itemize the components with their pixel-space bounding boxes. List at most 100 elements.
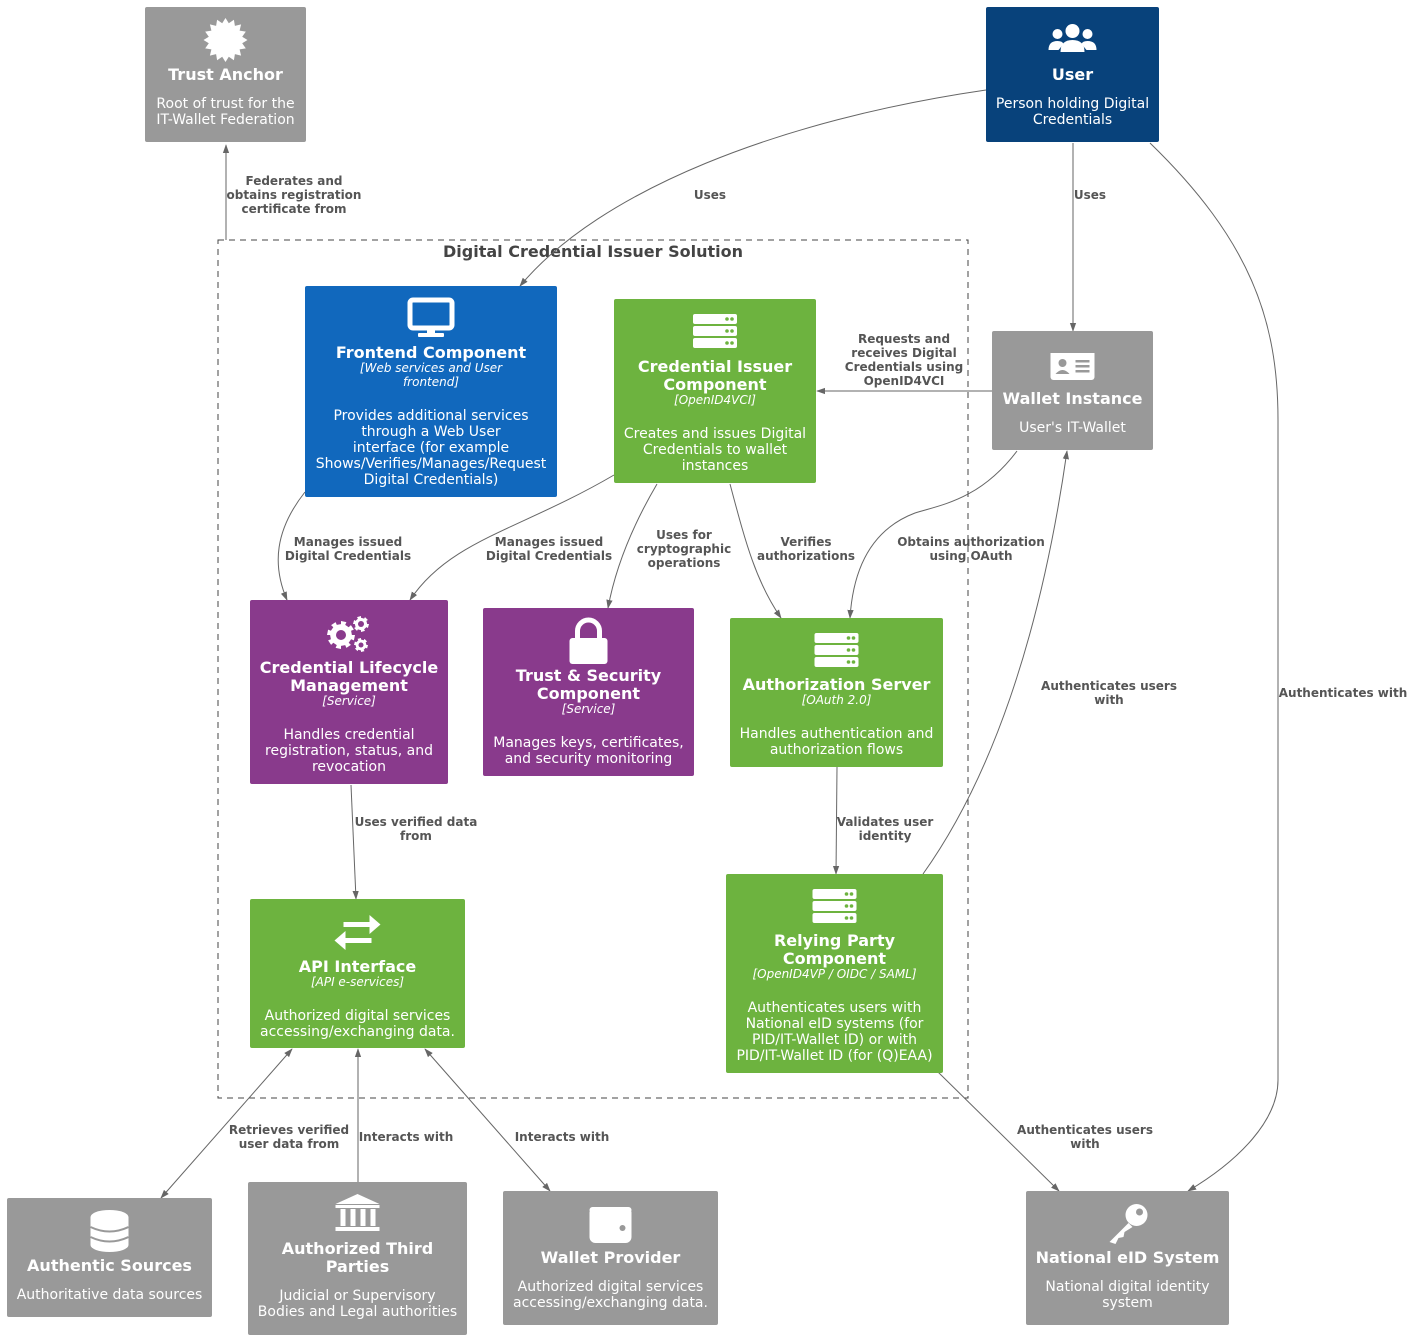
node-description: interface (for example <box>353 440 509 456</box>
edge-label-line: Federates and <box>245 174 342 188</box>
node-trust-security[interactable]: Trust & SecurityComponent[Service]Manage… <box>483 608 694 776</box>
node-description: Authorized digital services <box>265 1008 451 1024</box>
node-box <box>250 600 448 784</box>
edge-label-line: obtains registration <box>227 188 362 202</box>
node-title: National eID System <box>1036 1248 1220 1267</box>
boundary-title: Digital Credential Issuer Solution <box>443 242 743 261</box>
node-title: Relying Party <box>774 931 896 950</box>
node-title: Wallet Instance <box>1003 389 1143 408</box>
node-title: Authorization Server <box>743 675 931 694</box>
node-box <box>992 331 1153 450</box>
edge-wallet-authz <box>847 450 1018 619</box>
edge-label-line: Uses <box>1074 188 1106 202</box>
edge-label-line: Manages issued <box>495 535 603 549</box>
node-description: PID/IT-Wallet ID) or with <box>752 1032 917 1048</box>
node-description: IT-Wallet Federation <box>156 112 294 128</box>
node-title: Credential Lifecycle <box>260 658 439 677</box>
node-description: revocation <box>312 759 386 775</box>
edge-authz-rp <box>832 766 840 875</box>
edge-label-user-eid: Authenticates with <box>1279 686 1408 700</box>
node-technology: [API e-services] <box>311 975 404 989</box>
node-box <box>986 7 1159 142</box>
node-title: Management <box>290 676 408 695</box>
edge-api-wallet-provider <box>424 1048 551 1192</box>
node-frontend-component[interactable]: Frontend Component[Web services and User… <box>305 286 557 497</box>
edge-label-line: user data from <box>239 1137 340 1151</box>
edge-label-line: with <box>1094 693 1123 707</box>
node-description: PID/IT-Wallet ID (for (Q)EAA) <box>736 1048 932 1064</box>
node-description: Credentials <box>1033 112 1112 128</box>
edge-label-line: operations <box>648 556 721 570</box>
node-authorization-server[interactable]: Authorization Server[OAuth 2.0]Handles a… <box>730 618 943 767</box>
node-description: accessing/exchanging data. <box>513 1295 708 1311</box>
node-description: Digital Credentials) <box>364 472 499 488</box>
node-title: Wallet Provider <box>541 1248 681 1267</box>
edge-issuer-trust <box>606 483 658 609</box>
node-credential-lifecycle[interactable]: Credential LifecycleManagement[Service]H… <box>250 600 448 784</box>
node-description: Bodies and Legal authorities <box>258 1304 457 1320</box>
node-title: API Interface <box>299 957 417 976</box>
node-description: Person holding Digital <box>996 96 1149 112</box>
node-technology: frontend] <box>403 375 459 389</box>
edge-label-line: Digital Credentials <box>285 549 411 563</box>
node-box <box>483 608 694 776</box>
edge-user-eid <box>1149 142 1279 1192</box>
edge-label-line: Retrieves verified <box>229 1123 349 1137</box>
node-title: Credential Issuer <box>638 357 792 376</box>
node-description: through a Web User <box>361 424 501 440</box>
node-description: Root of trust for the <box>156 96 294 112</box>
edge-label-line: Uses <box>694 188 726 202</box>
edges <box>160 89 1279 1199</box>
edge-lifecycle-api <box>350 784 359 900</box>
edge-issuer-lifecycle <box>409 474 615 601</box>
edge-label-line: Interacts with <box>359 1130 454 1144</box>
system-boundary: Digital Credential Issuer Solution <box>217 239 969 1099</box>
id-card-icon <box>1050 348 1095 380</box>
node-box <box>1026 1191 1229 1325</box>
node-title: Component <box>783 949 886 968</box>
edge-label-api-wallet-provider: Interacts with <box>515 1130 610 1144</box>
edge-label-line: with <box>1070 1137 1099 1151</box>
node-description: Authorized digital services <box>518 1279 704 1295</box>
node-title: Trust Anchor <box>168 65 283 84</box>
users-icon <box>1048 24 1097 52</box>
server-icon <box>812 889 857 923</box>
node-title: Parties <box>326 1257 390 1276</box>
node-description: Shows/Verifies/Manages/Request <box>316 456 547 472</box>
edge-label-user-wallet: Uses <box>1074 188 1106 202</box>
node-title: Frontend Component <box>336 343 527 362</box>
edge-label-line: Authenticates users <box>1017 1123 1153 1137</box>
node-title: Component <box>537 684 640 703</box>
edge-label-line: OpenID4VCI <box>864 374 945 388</box>
node-api-interface[interactable]: API Interface[API e-services] Authorized … <box>250 899 465 1048</box>
node-description: National eID systems (for <box>746 1016 924 1032</box>
server-icon <box>693 314 737 348</box>
node-description: instances <box>682 458 749 474</box>
key-icon <box>1109 1204 1148 1244</box>
edge-rp-wallet <box>922 450 1069 875</box>
node-description: authorization flows <box>770 742 903 758</box>
node-credential-issuer[interactable]: Credential IssuerComponent[OpenID4VCI]Cr… <box>614 299 816 483</box>
database-icon <box>90 1210 129 1252</box>
edge-api-sources <box>160 1048 293 1199</box>
edge-label-line: Digital Credentials <box>486 549 612 563</box>
edge-label-line: authorizations <box>757 549 855 563</box>
node-description: accessing/exchanging data. <box>260 1024 455 1040</box>
